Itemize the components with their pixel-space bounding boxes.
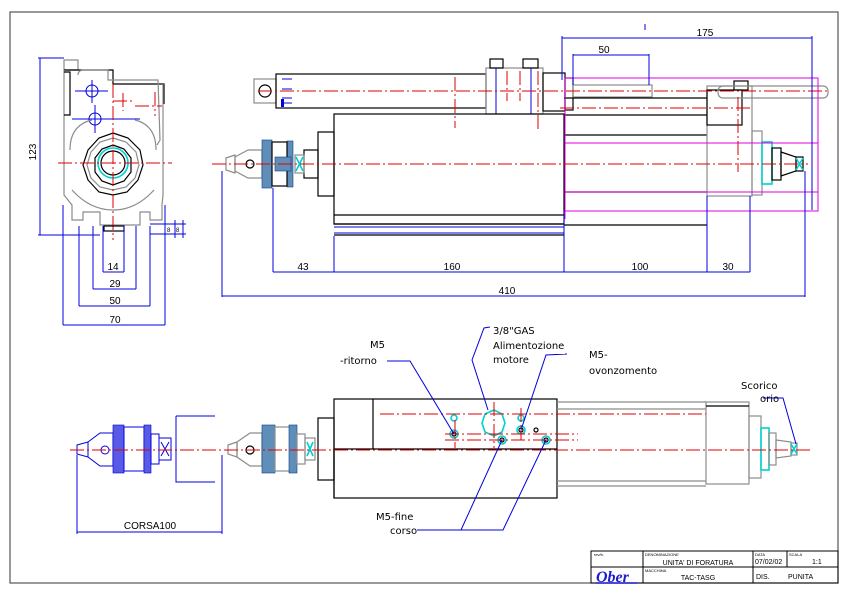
- note-scarico-line1: Scorico: [741, 381, 777, 392]
- dis-label: DIS.: [756, 574, 770, 581]
- bottom-view: CORSA100: [70, 326, 810, 534]
- dim-width-14: 14: [107, 262, 119, 273]
- note-scarico-line2: orio: [760, 394, 779, 405]
- front-view: 175 50 43 160 100 30 410: [212, 24, 830, 297]
- dim-seg-160: 160: [444, 262, 461, 273]
- note-gas-line1: 3/8"GAS: [493, 326, 535, 337]
- note-finecorsa-line2: corso: [390, 526, 417, 537]
- dim-seg-43: 43: [297, 262, 309, 273]
- part-value: PUNITA: [788, 574, 813, 581]
- dim-height: 123: [28, 143, 39, 160]
- dim-seg-100: 100: [632, 262, 649, 273]
- dim-total-410: 410: [499, 286, 516, 297]
- note-finecorsa-line1: M5-fine: [376, 512, 413, 523]
- annotation-notes: M5 -ritorno 3/8"GAS Alimentozione motore…: [340, 326, 779, 537]
- dim-offset-b: 8: [176, 228, 180, 234]
- designation-value: UNITA' DI FORATURA: [663, 560, 734, 567]
- note-gas-line2: Alimentozione: [493, 341, 564, 352]
- dim-width-50: 50: [109, 296, 121, 307]
- note-gas-line3: motore: [493, 355, 529, 366]
- dim-overall-175: 175: [697, 28, 714, 39]
- machine-label: MACCHINA: [645, 568, 667, 573]
- date-label: DATA: [755, 552, 765, 557]
- drawing-frame: [9, 11, 839, 584]
- side-view: 123 14 29 50 70 8 8: [28, 57, 186, 326]
- note-avanzamento-line1: M5-: [589, 350, 608, 361]
- rev-label: rev/b.: [594, 552, 604, 557]
- dim-seg-30: 30: [722, 262, 734, 273]
- dim-width-70: 70: [109, 315, 121, 326]
- scale-value: 1:1: [812, 559, 822, 566]
- scale-label: SCALA: [789, 552, 802, 557]
- stroke-label: CORSA100: [124, 521, 177, 532]
- note-ritorno-line1: M5: [370, 340, 385, 351]
- title-block: rev/b. DENOMINAZIONE UNITA' DI FORATURA …: [590, 550, 839, 586]
- dim-stroke-50: 50: [598, 45, 610, 56]
- note-ritorno-line2: -ritorno: [340, 356, 377, 367]
- note-avanzamento-line2: ovonzomento: [589, 366, 657, 377]
- designation-label: DENOMINAZIONE: [645, 552, 679, 557]
- date-value: 07/02/02: [755, 559, 782, 566]
- dim-width-29: 29: [109, 279, 121, 290]
- machine-value: TAC-TASG: [681, 575, 715, 582]
- dim-offset-a: 8: [167, 228, 171, 234]
- company-logo: Ober: [596, 569, 630, 586]
